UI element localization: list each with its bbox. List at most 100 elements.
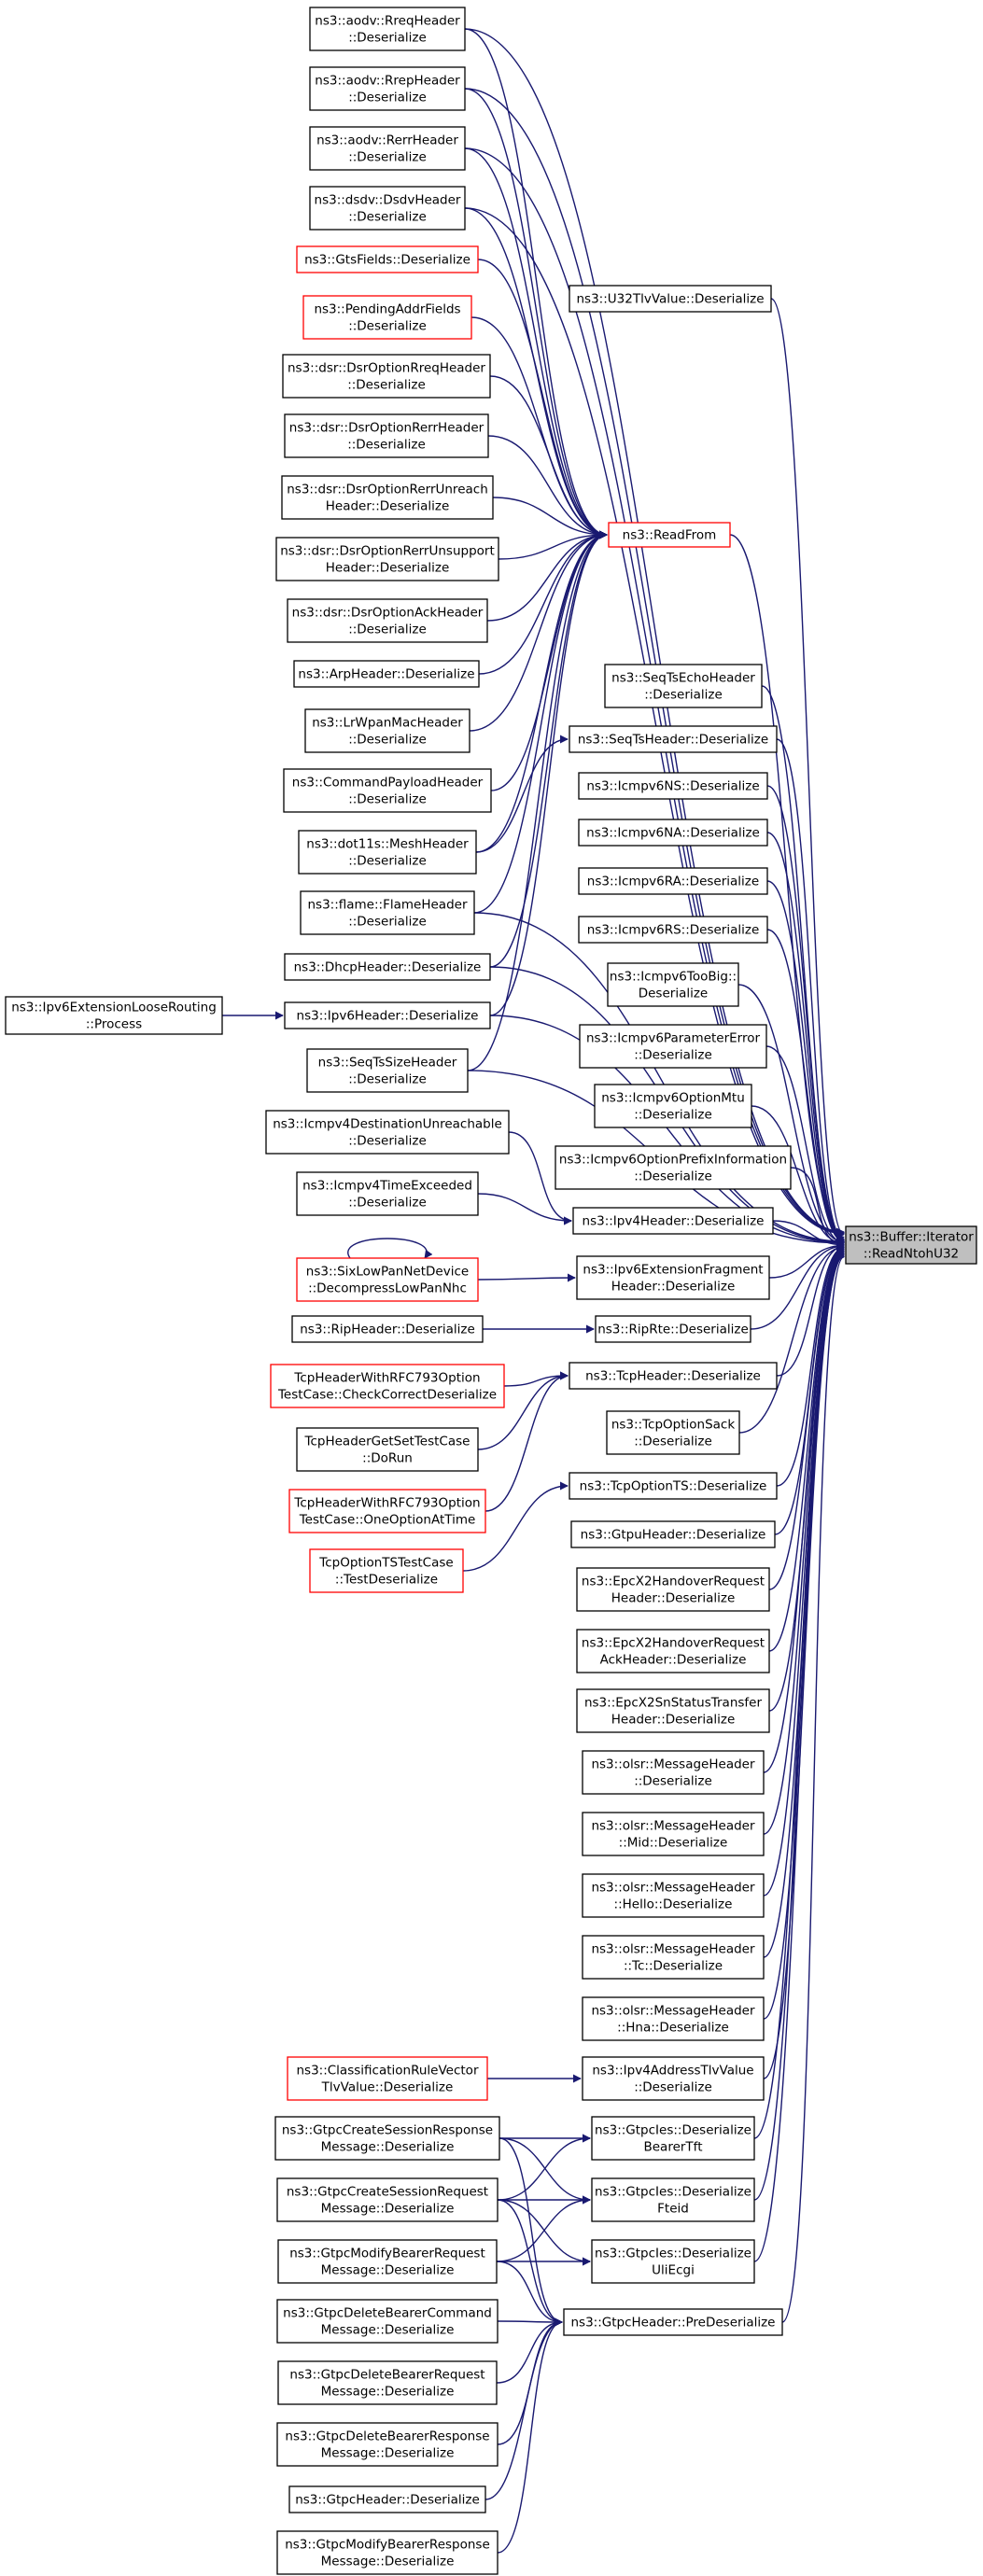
node-gtpc-modify-req[interactable]: ns3::GtpcModifyBearerRequestMessage::Des… [277, 2239, 498, 2284]
node-dsr-unsupport[interactable]: ns3::dsr::DsrOptionRerrUnsupportHeader::… [275, 537, 499, 581]
node-label: ns3::GtpcCreateSessionRequest [287, 2185, 488, 2200]
node-epc-sn[interactable]: ns3::EpcX2SnStatusTransferHeader::Deseri… [576, 1688, 770, 1733]
edge-sixlowpan-to-ipv6frag [477, 1273, 576, 1282]
node-label: ns3::GtpcDeleteBearerCommand [283, 2306, 492, 2321]
edge-dsdv-to-readntoh [464, 207, 845, 1239]
node-icmpv4-dest[interactable]: ns3::Icmpv4DestinationUnreachable::Deser… [265, 1110, 510, 1155]
node-gtpc-predeser[interactable]: ns3::GtpcHeader::PreDeserialize [563, 2308, 783, 2336]
edge-icmpv4-dest-to-ipv4hdr [508, 1131, 572, 1225]
node-readntoh[interactable]: ns3::Buffer::Iterator::ReadNtohU32 [845, 1225, 977, 1265]
node-tcpsack[interactable]: ns3::TcpOptionSack::Deserialize [606, 1410, 740, 1455]
node-dsr-unreach[interactable]: ns3::dsr::DsrOptionRerrUnreachHeader::De… [281, 475, 494, 520]
node-cmdpayload[interactable]: ns3::CommandPayloadHeader::Deserialize [283, 768, 492, 813]
node-label: ns3::dot11s::MeshHeader [306, 837, 469, 852]
node-icmpv6na[interactable]: ns3::Icmpv6NA::Deserialize [578, 819, 768, 847]
node-label: Message::Deserialize [321, 2323, 455, 2338]
node-gtpc-delete-resp[interactable]: ns3::GtpcDeleteBearerResponseMessage::De… [276, 2422, 499, 2467]
node-label: ns3::aodv::RreqHeader [315, 14, 460, 29]
node-tcp-check[interactable]: TcpHeaderWithRFC793OptionTestCase::Check… [270, 1364, 505, 1408]
node-lrwpan[interactable]: ns3::LrWpanMacHeader::Deserialize [304, 708, 470, 753]
node-epc-hoack[interactable]: ns3::EpcX2HandoverRequestAckHeader::Dese… [576, 1629, 770, 1673]
node-olsr-hna[interactable]: ns3::olsr::MessageHeader::Hna::Deseriali… [582, 1996, 765, 2041]
node-ipv6hdr[interactable]: ns3::Ipv6Header::Deserialize [284, 1001, 491, 1029]
node-gtpuhdr[interactable]: ns3::GtpuHeader::Deserialize [570, 1520, 776, 1548]
node-gtpc-modify-resp[interactable]: ns3::GtpcModifyBearerResponseMessage::De… [276, 2530, 499, 2575]
node-gtpc-delete-req[interactable]: ns3::GtpcDeleteBearerRequestMessage::Des… [277, 2360, 498, 2405]
node-aodv-rrep[interactable]: ns3::aodv::RrepHeader::Deserialize [309, 66, 466, 111]
node-ipv6frag[interactable]: ns3::Ipv6ExtensionFragmentHeader::Deseri… [576, 1255, 770, 1300]
node-epc-ho[interactable]: ns3::EpcX2HandoverRequestHeader::Deseria… [576, 1567, 770, 1612]
node-olsr-msg[interactable]: ns3::olsr::MessageHeader::Deserialize [582, 1750, 765, 1795]
edge-tcp-check-to-tcphdr [503, 1371, 569, 1387]
node-rip[interactable]: ns3::RipHeader::Deserialize [291, 1315, 484, 1343]
node-gtpc-delete-cmd[interactable]: ns3::GtpcDeleteBearerCommandMessage::Des… [276, 2299, 499, 2344]
node-box [296, 1257, 479, 1302]
node-tcp-one[interactable]: TcpHeaderWithRFC793OptionTestCase::OneOp… [288, 1489, 486, 1533]
node-u32tlv[interactable]: ns3::U32TlvValue::Deserialize [569, 285, 772, 313]
node-olsr-mid[interactable]: ns3::olsr::MessageHeader::Mid::Deseriali… [582, 1812, 765, 1856]
node-ipv6ext-loose[interactable]: ns3::Ipv6ExtensionLooseRouting::Process [5, 996, 223, 1035]
node-ipv4addr[interactable]: ns3::Ipv4AddressTlvValue::Deserialize [582, 2056, 765, 2101]
node-readfrom[interactable]: ns3::ReadFrom [608, 522, 731, 548]
node-tcphdr[interactable]: ns3::TcpHeader::Deserialize [569, 1362, 778, 1390]
node-label: ::Process [86, 1017, 142, 1032]
node-icmpv6param[interactable]: ns3::Icmpv6ParameterError::Deserialize [579, 1024, 767, 1069]
node-seqts-echo[interactable]: ns3::SeqTsEchoHeader::Deserialize [604, 664, 763, 708]
node-label: ::Deserialize [348, 1134, 427, 1149]
node-riprte[interactable]: ns3::RipRte::Deserialize [595, 1315, 751, 1343]
node-icmpv6ns[interactable]: ns3::Icmpv6NS::Deserialize [578, 772, 768, 800]
node-dsr-rerr[interactable]: ns3::dsr::DsrOptionRerrHeader::Deseriali… [284, 413, 489, 458]
node-dsr-rreq[interactable]: ns3::dsr::DsrOptionRreqHeader::Deseriali… [282, 354, 491, 399]
node-label: Message::Deserialize [321, 2263, 455, 2278]
node-mesh[interactable]: ns3::dot11s::MeshHeader::Deserialize [298, 830, 477, 875]
node-icmpv6ra[interactable]: ns3::Icmpv6RA::Deserialize [578, 867, 768, 895]
node-icmpv6toobig[interactable]: ns3::Icmpv6TooBig::Deserialize [607, 962, 739, 1007]
node-icmpv6prefix[interactable]: ns3::Icmpv6OptionPrefixInformation::Dese… [555, 1145, 792, 1190]
node-label: ns3::dsr::DsrOptionRerrUnsupport [280, 544, 495, 559]
node-sixlowpan[interactable]: ns3::SixLowPanNetDevice::DecompressLowPa… [296, 1257, 479, 1302]
node-dsr-ack[interactable]: ns3::dsr::DsrOptionAckHeader::Deserializ… [287, 598, 488, 643]
edge-icmpv6param-to-readntoh [765, 1045, 845, 1248]
node-label: ns3::LrWpanMacHeader [312, 716, 463, 731]
node-seqts-size[interactable]: ns3::SeqTsSizeHeader::Deserialize [306, 1048, 469, 1093]
node-icmpv4-time[interactable]: ns3::Icmpv4TimeExceeded::Deserialize [296, 1171, 479, 1216]
node-tcpoptts[interactable]: ns3::TcpOptionTS::Deserialize [569, 1472, 778, 1500]
node-tcp-getset[interactable]: TcpHeaderGetSetTestCase::DoRun [296, 1427, 479, 1472]
node-aodv-rreq[interactable]: ns3::aodv::RreqHeader::Deserialize [309, 7, 466, 51]
node-dhcp[interactable]: ns3::DhcpHeader::Deserialize [284, 953, 491, 981]
node-box [281, 475, 494, 520]
node-label: ::Deserialize [347, 438, 426, 453]
node-ipv4hdr[interactable]: ns3::Ipv4Header::Deserialize [572, 1207, 774, 1235]
node-box [298, 830, 477, 875]
node-box [287, 598, 488, 643]
node-gts[interactable]: ns3::GtsFields::Deserialize [296, 245, 479, 273]
node-olsr-tc[interactable]: ns3::olsr::MessageHeader::Tc::Deserializ… [582, 1935, 765, 1980]
node-label: ns3::Icmpv4TimeExceeded [302, 1179, 472, 1194]
node-gtpc-create-req[interactable]: ns3::GtpcCreateSessionRequestMessage::De… [276, 2177, 499, 2222]
node-tcpoptts-test[interactable]: TcpOptionTSTestCase::TestDeserialize [309, 1548, 464, 1593]
node-gtpc-hdr-deser[interactable]: ns3::GtpcHeader::Deserialize [288, 2485, 486, 2513]
node-label: ns3::RipHeader::Deserialize [300, 1323, 475, 1337]
node-box [309, 186, 466, 231]
node-label: ns3::GtpcModifyBearerRequest [289, 2247, 485, 2261]
edge-icmpv6prefix-to-readntoh [790, 1167, 845, 1249]
node-pending[interactable]: ns3::PendingAddrFields::Deserialize [302, 295, 472, 340]
node-olsr-hello[interactable]: ns3::olsr::MessageHeader::Hello::Deseria… [582, 1873, 765, 1918]
node-gtpc-create-resp[interactable]: ns3::GtpcCreateSessionResponseMessage::D… [274, 2116, 500, 2161]
node-box [277, 2239, 498, 2284]
node-label: ns3::GtpcHeader::PreDeserialize [570, 2316, 775, 2331]
node-dsdv[interactable]: ns3::dsdv::DsdvHeader::Deserialize [309, 186, 466, 231]
node-icmpv6mtu[interactable]: ns3::Icmpv6OptionMtu::Deserialize [594, 1084, 752, 1128]
node-classrule[interactable]: ns3::ClassificationRuleVectorTlvValue::D… [287, 2056, 488, 2101]
node-flame[interactable]: ns3::flame::FlameHeader::Deserialize [300, 890, 475, 935]
node-label: Message::Deserialize [321, 2140, 455, 2155]
edge-gtpc-modify-resp-to-gtpc-predeser [497, 2317, 563, 2554]
node-aodv-rerr[interactable]: ns3::aodv::RerrHeader::Deserialize [309, 126, 466, 171]
node-seqts[interactable]: ns3::SeqTsHeader::Deserialize [569, 725, 778, 753]
node-icmpv6rs[interactable]: ns3::Icmpv6RS::Deserialize [578, 916, 768, 944]
node-arp[interactable]: ns3::ArpHeader::Deserialize [293, 660, 480, 688]
node-label: ns3::Buffer::Iterator [849, 1230, 974, 1245]
